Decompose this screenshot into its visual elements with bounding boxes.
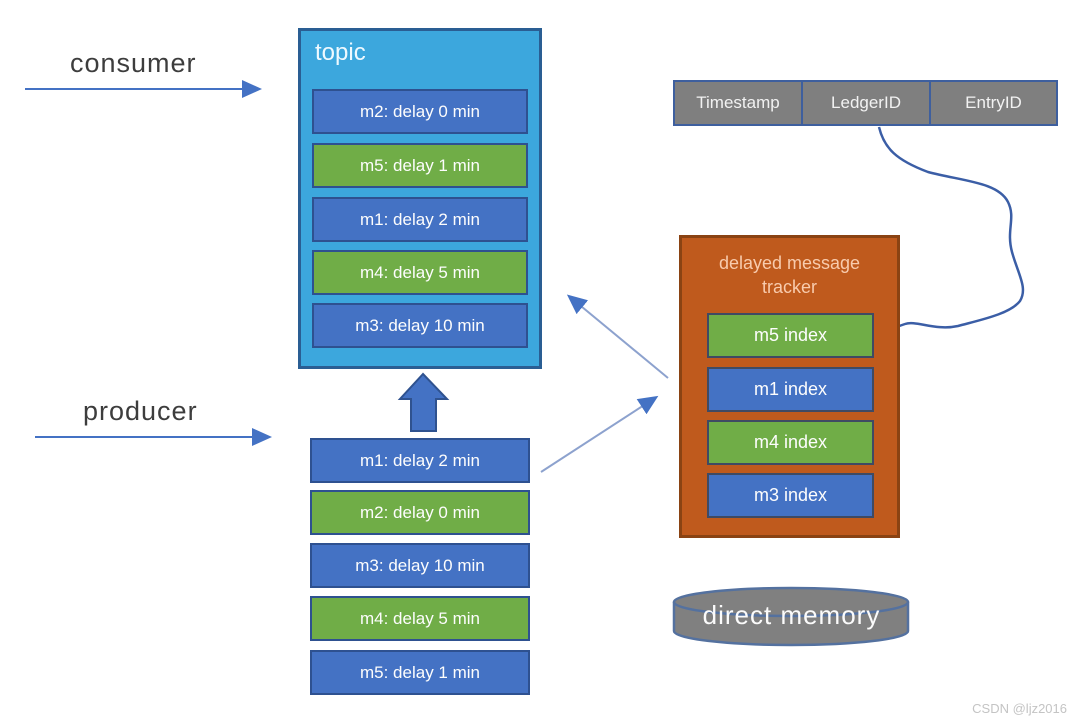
stack-message-m5: m5: delay 1 min [310, 650, 530, 695]
stack-message-m2: m2: delay 0 min [310, 490, 530, 535]
topic-message-m2: m2: delay 0 min [312, 89, 528, 134]
tracker-item-m5-index: m5 index [707, 313, 874, 358]
tracker-to-topic-arrow [566, 294, 669, 379]
table-cell-entryid: EntryID [929, 80, 1058, 126]
watermark: CSDN @ljz2016 [972, 701, 1067, 716]
tracker-title: delayed message tracker [718, 253, 861, 297]
producer-label: producer [83, 396, 198, 426]
stack-message-m1: m1: delay 2 min [310, 438, 530, 483]
tracker-item-m3-index: m3 index [707, 473, 874, 518]
topic-message-m5: m5: delay 1 min [312, 143, 528, 188]
topic-message-m1: m1: delay 2 min [312, 197, 528, 242]
stack-message-m4: m4: delay 5 min [310, 596, 530, 641]
consumer-label: consumer [70, 48, 197, 78]
index-entry-table: Timestamp LedgerID EntryID [673, 80, 1058, 126]
topic-message-m3: m3: delay 10 min [312, 303, 528, 348]
up-block-arrow [397, 372, 450, 432]
topic-message-m4: m4: delay 5 min [312, 250, 528, 295]
tracker-item-m4-index: m4 index [707, 420, 874, 465]
topic-title: topic [315, 39, 366, 66]
direct-memory-label: direct memory [702, 600, 881, 630]
tracker-item-m1-index: m1 index [707, 367, 874, 412]
stack-to-tracker-arrow [540, 395, 659, 473]
stack-message-m3: m3: delay 10 min [310, 543, 530, 588]
table-cell-timestamp: Timestamp [673, 80, 803, 126]
table-cell-ledgerid: LedgerID [801, 80, 931, 126]
